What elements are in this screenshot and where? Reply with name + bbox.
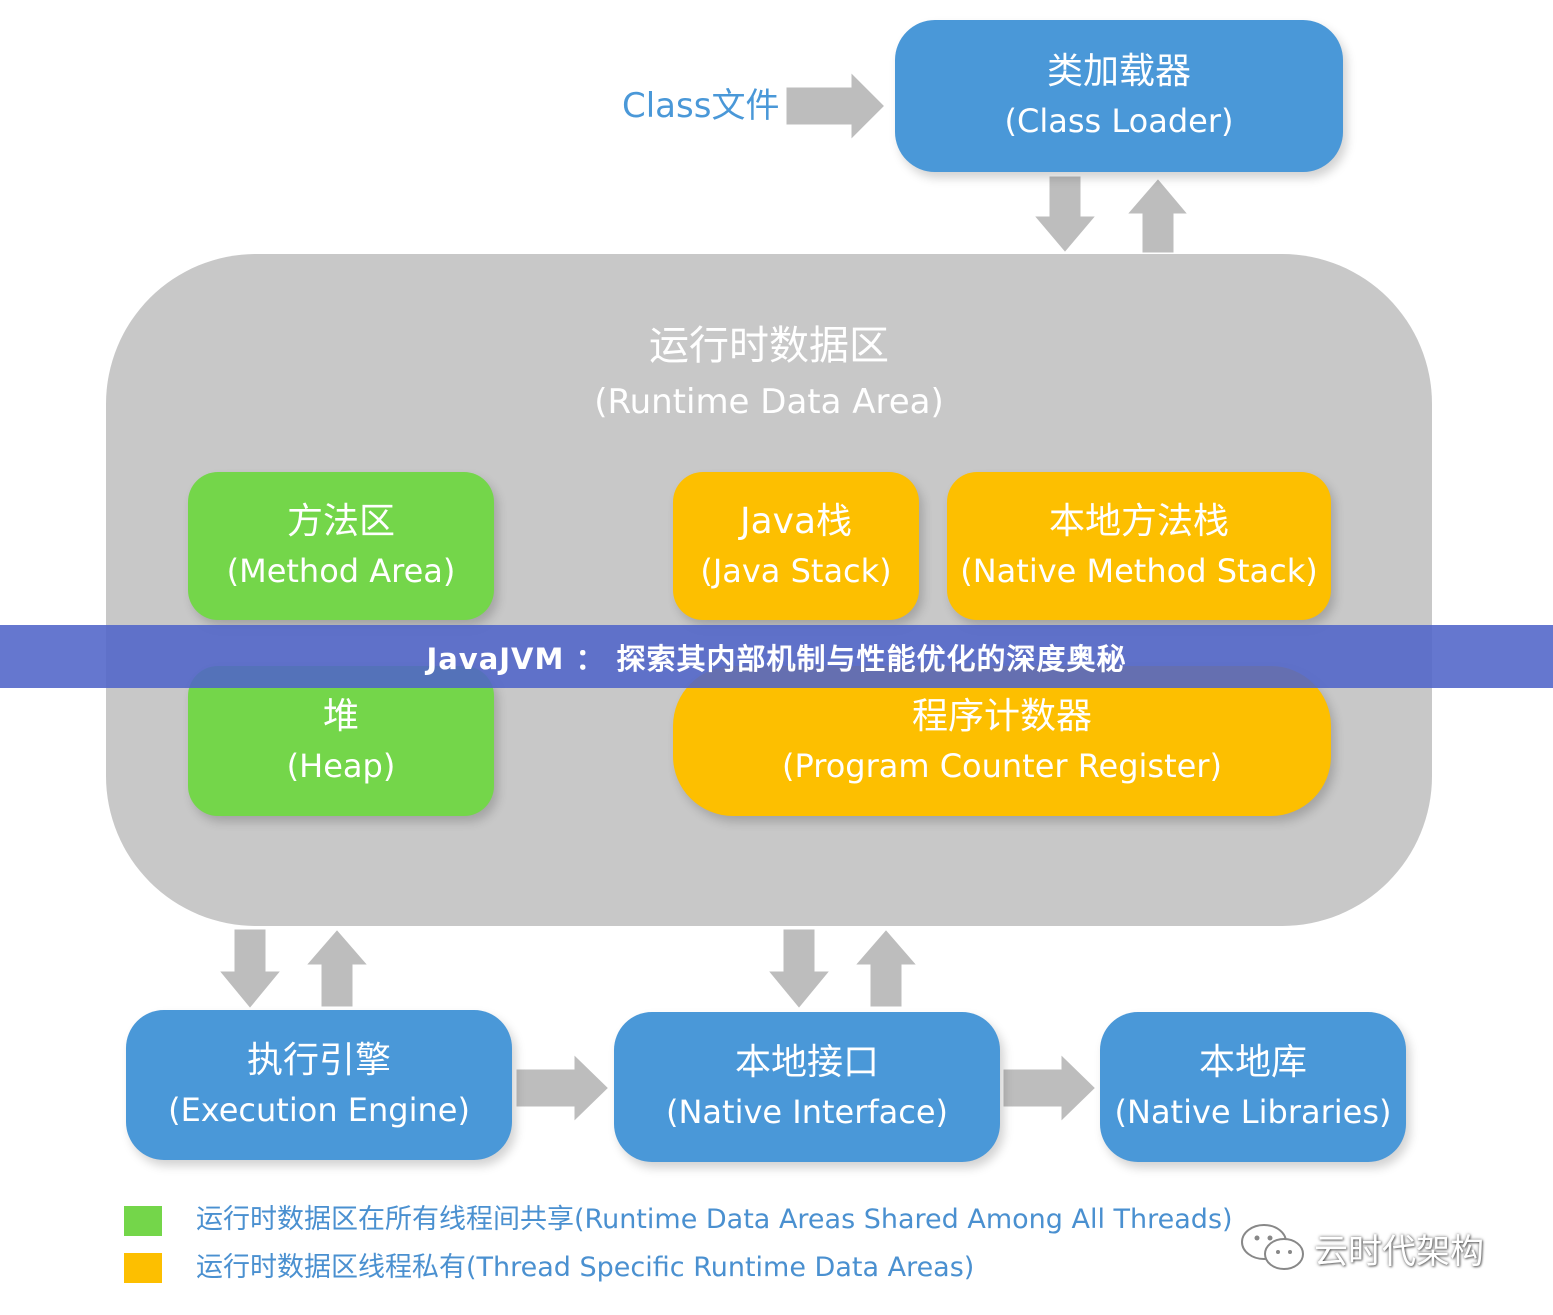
execution-engine-title: 执行引擎 — [246, 1040, 391, 1081]
watermark-text: 云时代架构 — [1314, 1231, 1484, 1272]
class-loader-box: 类加载器 (Class Loader) — [895, 20, 1343, 172]
method-area-title: 方法区 — [286, 501, 395, 542]
arrow-engine-to-runtime-up — [300, 925, 374, 1010]
class-file-label: Class文件 — [622, 86, 780, 126]
runtime-title-en: (Runtime Data Area) — [594, 382, 944, 422]
watermark: 云时代架构 — [1240, 1222, 1484, 1274]
native-libraries-box: 本地库 (Native Libraries) — [1100, 1012, 1406, 1162]
title-banner: JavaJVM ： 探索其内部机制与性能优化的深度奥秘 — [0, 625, 1553, 688]
legend-text-thread-specific: 运行时数据区线程私有(Thread Specific Runtime Data … — [196, 1252, 975, 1283]
program-counter-subtitle: (Program Counter Register) — [782, 747, 1222, 785]
java-stack-box: Java栈 (Java Stack) — [673, 472, 919, 620]
legend-swatch-shared — [124, 1206, 162, 1236]
program-counter-box: 程序计数器 (Program Counter Register) — [673, 666, 1331, 816]
legend-swatch-thread-specific — [124, 1253, 162, 1283]
execution-engine-subtitle: (Execution Engine) — [168, 1091, 470, 1129]
java-stack-subtitle: (Java Stack) — [700, 552, 892, 590]
native-method-stack-subtitle: (Native Method Stack) — [960, 552, 1318, 590]
method-area-box: 方法区 (Method Area) — [188, 472, 494, 620]
method-area-subtitle: (Method Area) — [226, 552, 456, 590]
arrow-engine-to-interface — [513, 1048, 613, 1128]
runtime-data-area-title: 运行时数据区 (Runtime Data Area) — [106, 320, 1432, 428]
wechat-icon — [1241, 1224, 1304, 1270]
banner-title: JavaJVM ： 探索其内部机制与性能优化的深度奥秘 — [426, 641, 1127, 676]
native-interface-title: 本地接口 — [734, 1042, 879, 1083]
arrow-runtime-to-loader-up — [1121, 174, 1194, 256]
execution-engine-box: 执行引擎 (Execution Engine) — [126, 1010, 512, 1160]
native-libraries-title: 本地库 — [1198, 1042, 1307, 1083]
legend-text-shared: 运行时数据区在所有线程间共享(Runtime Data Areas Shared… — [196, 1204, 1233, 1235]
heap-title: 堆 — [322, 696, 359, 737]
heap-box: 堆 (Heap) — [188, 666, 494, 816]
class-loader-title: 类加载器 — [1046, 51, 1191, 92]
runtime-title-zh: 运行时数据区 — [649, 323, 889, 369]
arrow-runtime-to-interface-down — [762, 926, 836, 1013]
java-stack-title: Java栈 — [739, 501, 853, 542]
arrow-runtime-to-engine-down — [213, 926, 287, 1013]
arrow-loader-to-runtime-down — [1028, 173, 1102, 257]
native-interface-box: 本地接口 (Native Interface) — [614, 1012, 1000, 1162]
arrow-interface-to-runtime-up — [849, 925, 923, 1010]
program-counter-title: 程序计数器 — [911, 696, 1092, 737]
arrow-interface-to-libraries — [1000, 1048, 1100, 1128]
native-libraries-subtitle: (Native Libraries) — [1114, 1093, 1392, 1131]
native-method-stack-box: 本地方法栈 (Native Method Stack) — [947, 472, 1331, 620]
arrow-classfile-to-loader — [783, 66, 889, 146]
native-method-stack-title: 本地方法栈 — [1048, 501, 1229, 542]
heap-subtitle: (Heap) — [286, 747, 396, 785]
native-interface-subtitle: (Native Interface) — [665, 1093, 948, 1131]
class-loader-subtitle: (Class Loader) — [1004, 102, 1234, 140]
